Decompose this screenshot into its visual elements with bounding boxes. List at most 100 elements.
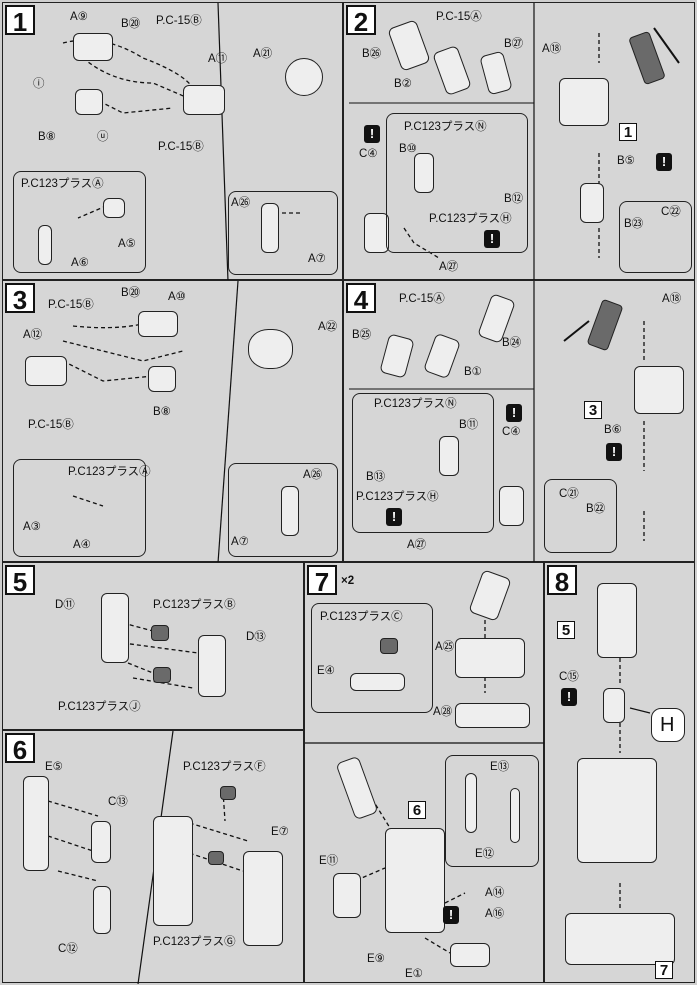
step-3-panel: 3 P.C-15Ⓑ B⑳ A⑩ A⑫ A㉒ B⑧ P.C-15Ⓑ P.C123プ… (2, 280, 343, 563)
step-1-number: 1 (5, 5, 35, 37)
part-c13-shape (91, 821, 111, 863)
label-b26: B㉖ (362, 48, 382, 60)
label-d11: D⑪ (55, 599, 75, 611)
label-b24: B㉔ (502, 337, 522, 349)
ref-step-7: 7 (655, 961, 673, 979)
part-armor-plate-shape (628, 30, 666, 86)
label-c4: C④ (502, 426, 521, 438)
label-b25: B㉕ (352, 329, 372, 341)
warning-icon: ! (386, 508, 402, 526)
part-c4-shape (499, 486, 524, 526)
label-a7: A⑦ (308, 253, 326, 265)
part-a5-shape (103, 198, 125, 218)
label-a25: A㉕ (435, 641, 455, 653)
warning-icon: ! (364, 125, 380, 143)
label-c13: C⑬ (108, 796, 128, 808)
step-6-panel: 6 E⑤ C⑬ C⑫ P.C123プラスⒻ E⑦ P.C123プラスⒼ (2, 730, 304, 984)
label-a26: A㉖ (303, 469, 323, 481)
label-u: ⓤ (97, 131, 109, 143)
label-pc123b: P.C123プラスⒷ (153, 599, 236, 611)
part-e4-shape (350, 673, 405, 691)
label-pc123n: P.C123プラスⓃ (374, 398, 457, 410)
label-pc123c: P.C123プラスⒸ (320, 611, 403, 623)
part-e11-shape (333, 873, 361, 918)
part-leg-6-shape (385, 828, 445, 933)
label-a5: A⑤ (118, 238, 136, 250)
subassembly-7-pc (311, 603, 433, 713)
step-4-panel: 4 P.C-15Ⓐ B㉕ B㉔ B① A⑱ 3 P.C123プラスⓃ B⑪ ! … (343, 280, 695, 563)
label-a27: A㉗ (439, 261, 459, 273)
h-joint-callout (651, 708, 685, 742)
subassembly-4-pc (352, 393, 494, 533)
label-a3: A③ (23, 521, 41, 533)
part-foot-shape (565, 913, 675, 965)
part-upper-leg-shape (597, 583, 637, 658)
label-pc15b-mid: P.C-15Ⓑ (158, 141, 204, 153)
label-a4: A④ (73, 539, 91, 551)
subassembly-7-rails (445, 755, 539, 867)
label-a12: A⑫ (23, 329, 43, 341)
label-e4: E④ (317, 665, 335, 677)
step-7-panel: 7 ×2 P.C123プラスⒸ E④ A㉕ A㉘ E⑬ E⑫ E⑪ 6 A⑭ !… (304, 562, 545, 983)
part-a10-shape (138, 311, 178, 337)
step-2-number: 2 (346, 5, 376, 37)
label-pc123a: P.C123プラスⒶ (68, 466, 151, 478)
label-a10: A⑩ (168, 291, 186, 303)
label-b8: B⑧ (38, 131, 56, 143)
subassembly-4-hand (544, 479, 617, 553)
label-c12: C⑫ (58, 943, 78, 955)
step-8-panel: 8 5 C⑮ ! H 7 (544, 562, 695, 983)
step-5-lines (122, 622, 199, 689)
label-a6: A⑥ (71, 257, 89, 269)
label-x2: ×2 (341, 575, 355, 587)
part-long-blade-shape (335, 755, 379, 821)
part-c12-shape (93, 886, 111, 934)
part-pc-j-shape (153, 667, 171, 683)
label-b23: B㉓ (624, 218, 644, 230)
step-5-panel: 5 D⑪ P.C123プラスⒷ D⑬ P.C123プラスⒿ (2, 562, 304, 730)
label-a9: A⑨ (70, 11, 88, 23)
part-c4-shape (364, 213, 389, 253)
part-a12-shape (25, 356, 67, 386)
label-b22: B㉒ (586, 503, 606, 515)
step-8-number: 8 (547, 565, 577, 597)
label-c15: C⑮ (559, 671, 579, 683)
subassembly-3-pc (13, 459, 146, 557)
label-e5: E⑤ (45, 761, 63, 773)
subassembly-1-leg (228, 191, 338, 275)
part-b8-shape (148, 366, 176, 392)
label-pc123h: P.C123プラスⒽ (356, 491, 439, 503)
label-b20: B⑳ (121, 287, 141, 299)
step-5-number: 5 (5, 565, 35, 597)
label-pc123n: P.C123プラスⓃ (404, 121, 487, 133)
ref-step-3: 3 (584, 401, 602, 419)
label-d13: D⑬ (246, 631, 266, 643)
part-lower-leg-shape (577, 758, 657, 863)
label-e9: E⑨ (367, 953, 385, 965)
label-e11: E⑪ (319, 855, 339, 867)
label-b27: B㉗ (504, 38, 524, 50)
part-a6-shape (38, 225, 52, 265)
label-a16: A⑯ (485, 908, 505, 920)
step-3-number: 3 (5, 283, 35, 315)
part-body-1-shape (559, 78, 609, 126)
label-a11: A⑪ (208, 53, 228, 65)
part-b1-shape (422, 332, 462, 380)
label-a7: A⑦ (231, 536, 249, 548)
label-b11: B⑪ (459, 419, 479, 431)
ref-step-6: 6 (408, 801, 426, 819)
part-e7-shape (243, 851, 283, 946)
ref-step-5: 5 (557, 621, 575, 639)
label-a28: A㉘ (433, 706, 453, 718)
part-a26-shape (261, 203, 279, 253)
part-a9-shape (73, 33, 113, 61)
warning-icon: ! (484, 230, 500, 248)
part-leg-shape (580, 183, 604, 223)
label-i: ⓘ (33, 78, 45, 90)
part-pc-c-shape (380, 638, 398, 654)
label-b5: B⑤ (617, 155, 635, 167)
part-body-3-shape (634, 366, 684, 414)
part-b8-shape (75, 89, 103, 115)
warning-icon: ! (506, 404, 522, 422)
